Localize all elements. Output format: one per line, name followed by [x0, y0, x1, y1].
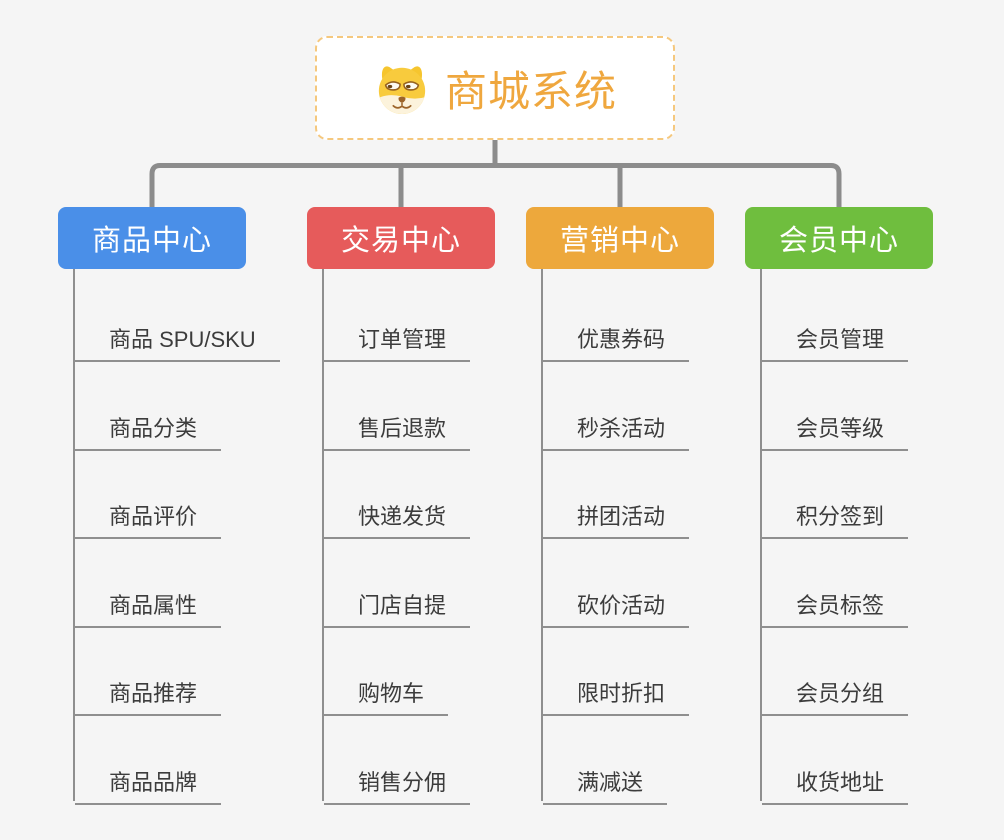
leaf-node[interactable]: 商品品牌: [75, 751, 222, 805]
leaf-node[interactable]: 订单管理: [324, 308, 471, 362]
leaf-node[interactable]: 商品 SPU/SKU: [75, 308, 280, 362]
doge-face-icon: [378, 66, 426, 115]
leaf-node[interactable]: 购物车: [324, 662, 449, 716]
leaf-node[interactable]: 积分签到: [762, 485, 909, 539]
leaf-node[interactable]: 拼团活动: [543, 485, 690, 539]
leaf-node[interactable]: 商品分类: [75, 397, 222, 451]
leaf-node[interactable]: 会员分组: [762, 662, 909, 716]
leaf-node[interactable]: 砍价活动: [543, 574, 690, 628]
leaf-node[interactable]: 销售分佣: [324, 751, 471, 805]
branch-children-member-center: 会员管理 会员等级 积分签到 会员标签 会员分组 收货地址: [760, 269, 1002, 805]
root-node[interactable]: 商城系统: [315, 36, 675, 140]
root-node-label: 商城系统: [444, 67, 617, 115]
leaf-node[interactable]: 会员标签: [762, 574, 909, 628]
branch-node-member-center[interactable]: 会员中心: [745, 207, 933, 269]
branch-node-product-center[interactable]: 商品中心: [58, 207, 246, 269]
branch-node-trade-center[interactable]: 交易中心: [307, 207, 495, 269]
leaf-node[interactable]: 限时折扣: [543, 662, 690, 716]
branch-children-product-center: 商品 SPU/SKU 商品分类 商品评价 商品属性 商品推荐 商品品牌: [73, 269, 315, 805]
branch-node-marketing-center[interactable]: 营销中心: [526, 207, 714, 269]
leaf-node[interactable]: 商品评价: [75, 485, 222, 539]
branch-children-marketing-center: 优惠券码 秒杀活动 拼团活动 砍价活动 限时折扣 满减送: [541, 269, 783, 805]
leaf-node[interactable]: 会员等级: [762, 397, 909, 451]
leaf-node[interactable]: 快递发货: [324, 485, 471, 539]
leaf-node[interactable]: 会员管理: [762, 308, 909, 362]
leaf-node[interactable]: 秒杀活动: [543, 397, 690, 451]
leaf-node[interactable]: 优惠券码: [543, 308, 690, 362]
leaf-node[interactable]: 售后退款: [324, 397, 471, 451]
leaf-node[interactable]: 商品属性: [75, 574, 222, 628]
leaf-node[interactable]: 满减送: [543, 751, 668, 805]
leaf-node[interactable]: 收货地址: [762, 751, 909, 805]
leaf-node[interactable]: 商品推荐: [75, 662, 222, 716]
leaf-node[interactable]: 门店自提: [324, 574, 471, 628]
branch-children-trade-center: 订单管理 售后退款 快递发货 门店自提 购物车 销售分佣: [322, 269, 564, 805]
